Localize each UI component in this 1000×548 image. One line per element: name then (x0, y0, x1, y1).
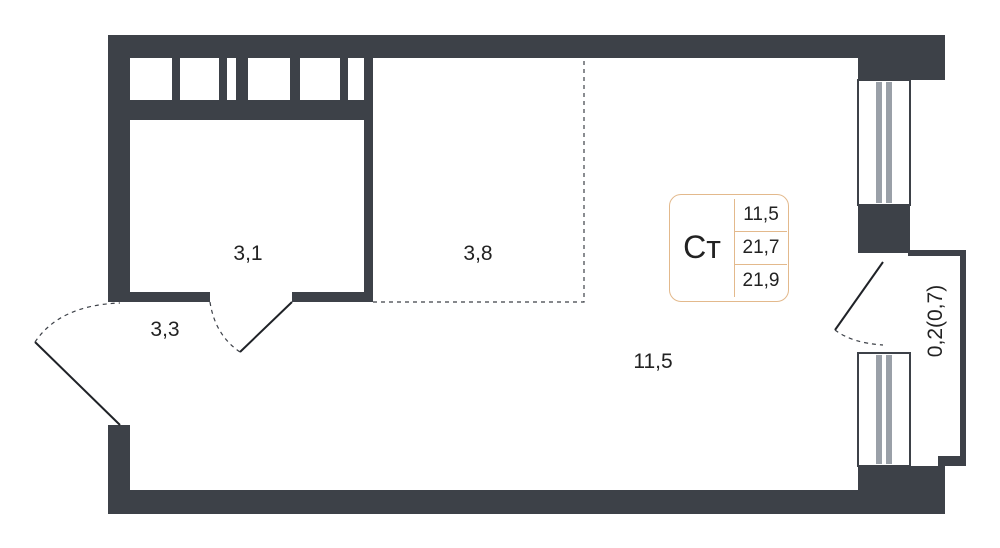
room-area-balcony: 0,2(0,7) (924, 284, 947, 358)
apartment-type: Ст (683, 229, 721, 265)
area-living: 11,5 (743, 204, 779, 225)
apartment-area-badge: Ст 11,5 21,7 21,9 (669, 194, 789, 302)
bathroom-walls (130, 58, 373, 302)
room-area-living: 11,5 (633, 350, 673, 373)
room-area-bathroom: 3,1 (233, 242, 263, 265)
windows (857, 79, 911, 467)
outer-walls (108, 35, 966, 514)
zone-dividers (373, 58, 585, 303)
area-total: 21,7 (735, 231, 787, 264)
room-area-hall: 3,3 (150, 318, 180, 341)
shelving-cells (219, 58, 348, 100)
doors (34, 261, 884, 426)
room-area-kitchen: 3,8 (463, 242, 493, 265)
area-list: 11,5 21,7 21,9 (734, 199, 787, 297)
area-total-with-balcony: 21,9 (735, 264, 787, 297)
